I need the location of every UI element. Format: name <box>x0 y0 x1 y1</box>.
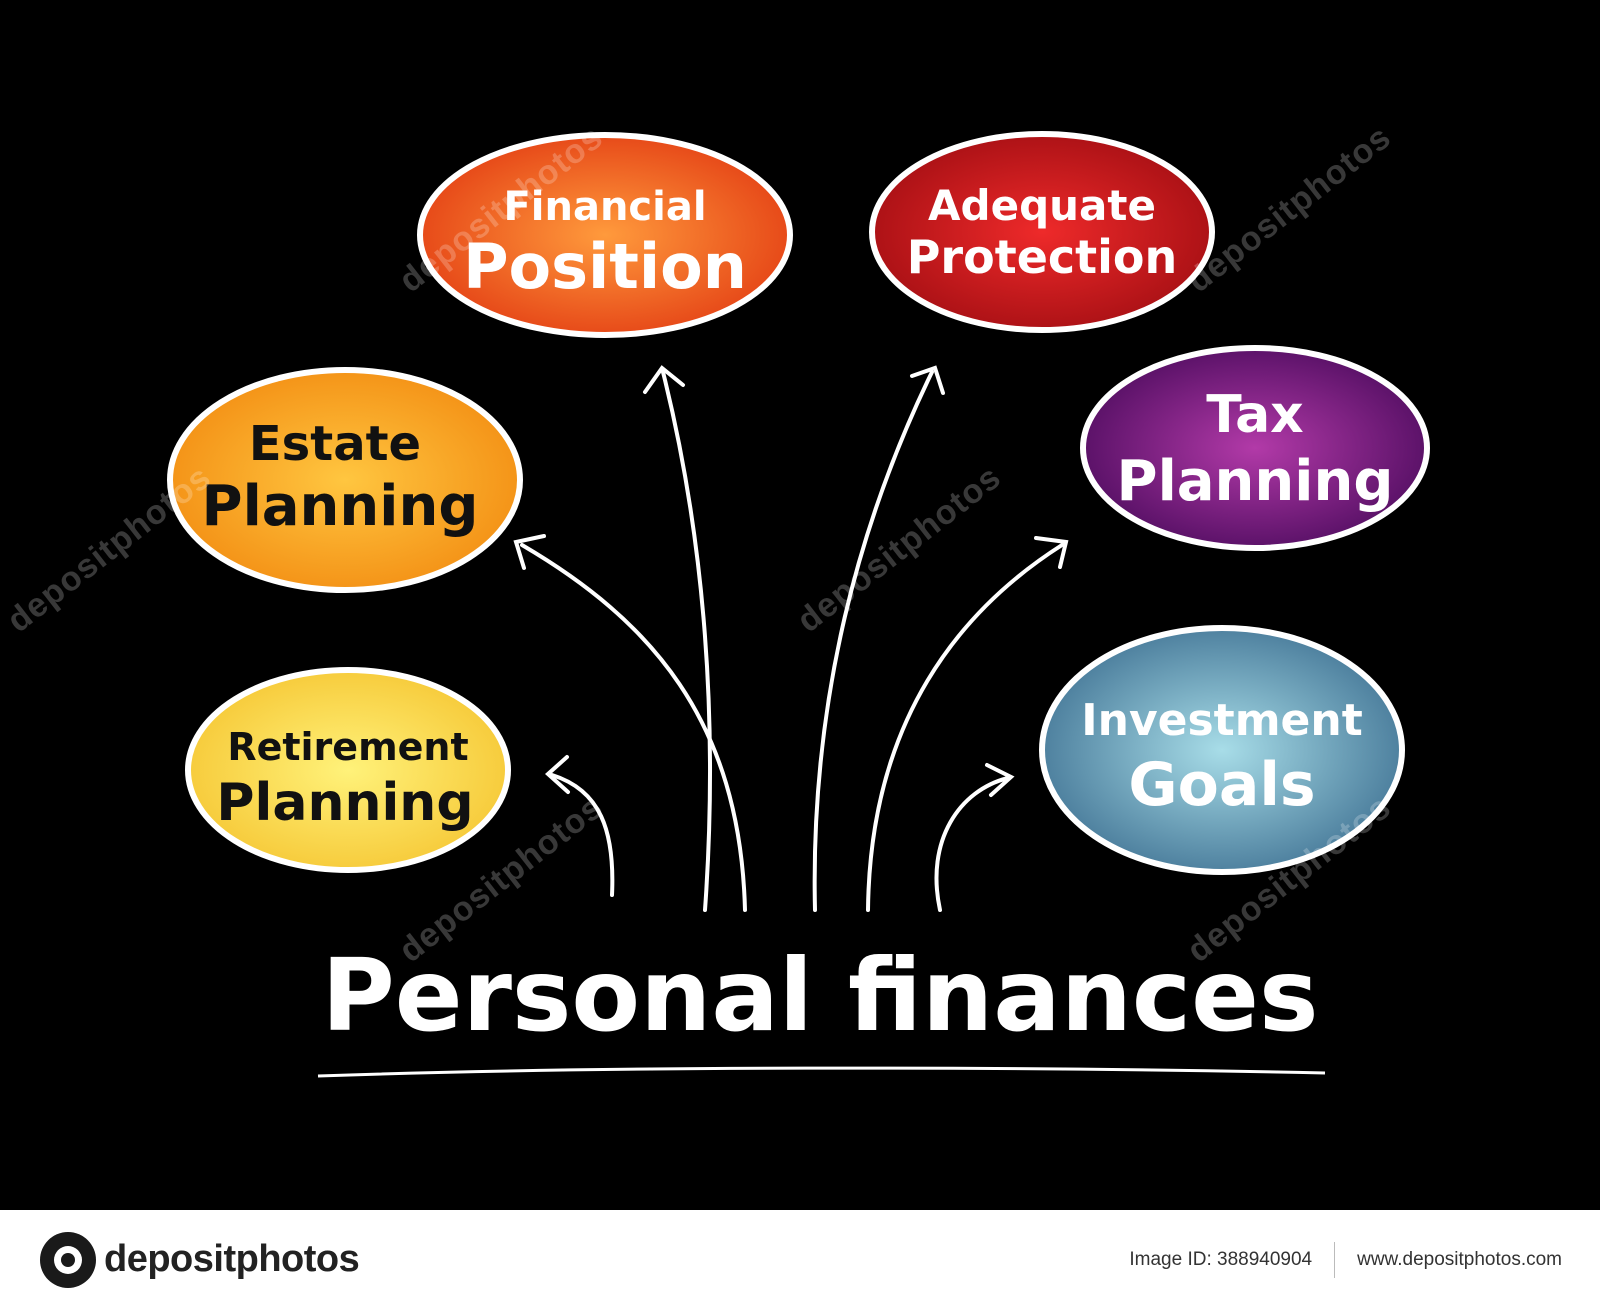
node-estate-planning-line1: Estate <box>249 416 421 472</box>
stock-footer: depositphotos Image ID: 388940904 www.de… <box>0 1210 1600 1309</box>
brand-logo[interactable]: depositphotos <box>40 1231 360 1288</box>
arrowhead-financial-position <box>643 365 685 394</box>
arrowhead-estate-planning <box>513 534 546 570</box>
arrow-to-retirement-planning <box>550 773 615 897</box>
arrowhead-investment-goals <box>985 763 1015 797</box>
image-id: Image ID: 388940904 <box>1129 1248 1313 1270</box>
node-investment-goals-line2: Goals <box>1128 750 1315 820</box>
arrowhead-tax-planning <box>1034 536 1069 569</box>
title-underline <box>317 1066 1326 1078</box>
brand-logo-icon <box>40 1231 96 1288</box>
footer-divider <box>1334 1241 1336 1278</box>
node-financial-position: Financial Position <box>417 132 793 338</box>
mind-map-canvas: Financial Position Adequate Protection E… <box>0 117 1430 1078</box>
node-adequate-protection-line1: Adequate <box>928 181 1156 230</box>
node-investment-goals-line1: Investment <box>1081 695 1363 746</box>
node-financial-position-line2: Position <box>463 230 747 303</box>
site-link[interactable]: www.depositphotos.com <box>1357 1248 1562 1270</box>
arrow-to-investment-goals <box>934 776 1010 912</box>
node-adequate-protection: Adequate Protection <box>869 131 1215 333</box>
node-tax-planning-line2: Planning <box>1117 449 1394 514</box>
node-retirement-planning-line2: Planning <box>216 773 473 833</box>
node-retirement-planning-line1: Retirement <box>227 725 468 769</box>
node-tax-planning-line1: Tax <box>1206 385 1303 445</box>
arrow-to-adequate-protection <box>812 370 934 912</box>
node-tax-planning: Tax Planning <box>1080 345 1430 551</box>
node-estate-planning-line2: Planning <box>202 474 479 539</box>
node-estate-planning: Estate Planning <box>167 367 523 593</box>
diagram-title: Personal finances <box>321 937 1318 1054</box>
arrow-to-tax-planning <box>866 543 1064 912</box>
arrowhead-adequate-protection <box>910 365 945 395</box>
node-investment-goals: Investment Goals <box>1039 625 1405 875</box>
arrow-to-financial-position <box>661 370 712 912</box>
node-retirement-planning: Retirement Planning <box>185 667 511 873</box>
brand-name: depositphotos <box>104 1238 360 1280</box>
arrowhead-retirement-planning <box>545 755 570 794</box>
mind-map-diagram: Financial Position Adequate Protection E… <box>167 131 1430 1078</box>
node-adequate-protection-line2: Protection <box>907 230 1178 284</box>
node-financial-position-line1: Financial <box>503 184 706 230</box>
arrow-to-estate-planning <box>520 543 747 912</box>
